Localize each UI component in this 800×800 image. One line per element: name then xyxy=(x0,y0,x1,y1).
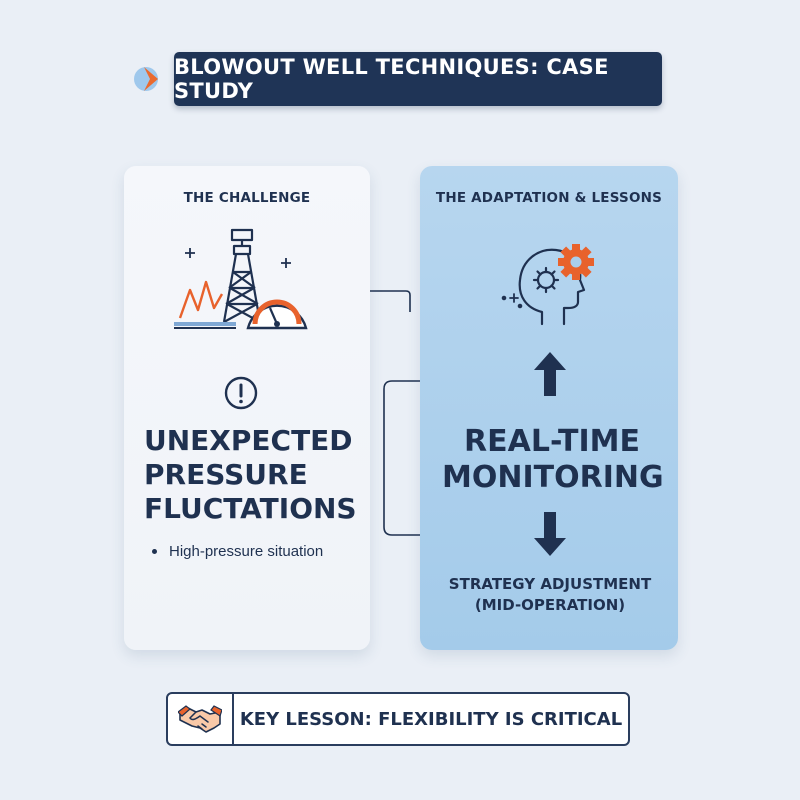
oil-rig-icon xyxy=(174,228,308,330)
strategy-line-1: STRATEGY ADJUSTMENT xyxy=(448,575,652,593)
key-lesson-box: KEY LESSON: FLEXIBILITY IS CRITICAL xyxy=(166,692,630,746)
adaptation-heading: THE ADAPTATION & LESSONS xyxy=(435,190,663,206)
monitoring-title: REAL-TIME MONITORING xyxy=(442,424,664,495)
bullet-text: High-pressure situation xyxy=(169,543,324,560)
arrow-up-icon xyxy=(534,352,566,396)
strategy-line-2: (MID-OPERATION) xyxy=(474,596,626,614)
lesson-icon-box xyxy=(168,694,234,744)
handshake-icon xyxy=(178,705,222,733)
challenge-bullet: High-pressure situation xyxy=(152,543,323,560)
challenge-panel: THE CHALLENGE UNEXPECTED PRESSURE FLUCTA… xyxy=(124,166,370,650)
page-title: BLOWOUT WELL TECHNIQUES: CASE STUDY xyxy=(174,52,662,106)
alert-icon xyxy=(224,376,258,410)
adaptation-panel: THE ADAPTATION & LESSONS xyxy=(420,166,678,650)
logo-icon xyxy=(134,67,158,91)
title-bar: BLOWOUT WELL TECHNIQUES: CASE STUDY xyxy=(130,52,662,106)
key-lesson-text: KEY LESSON: FLEXIBILITY IS CRITICAL xyxy=(239,708,623,730)
head-gears-icon xyxy=(501,244,594,326)
bullet-dot xyxy=(152,549,157,554)
challenge-title: UNEXPECTED PRESSURE FLUCTATIONS xyxy=(144,424,357,525)
challenge-heading: THE CHALLENGE xyxy=(183,190,311,206)
arrow-down-icon xyxy=(534,512,566,556)
strategy-adjustment: STRATEGY ADJUSTMENT (MID-OPERATION) xyxy=(428,574,672,616)
